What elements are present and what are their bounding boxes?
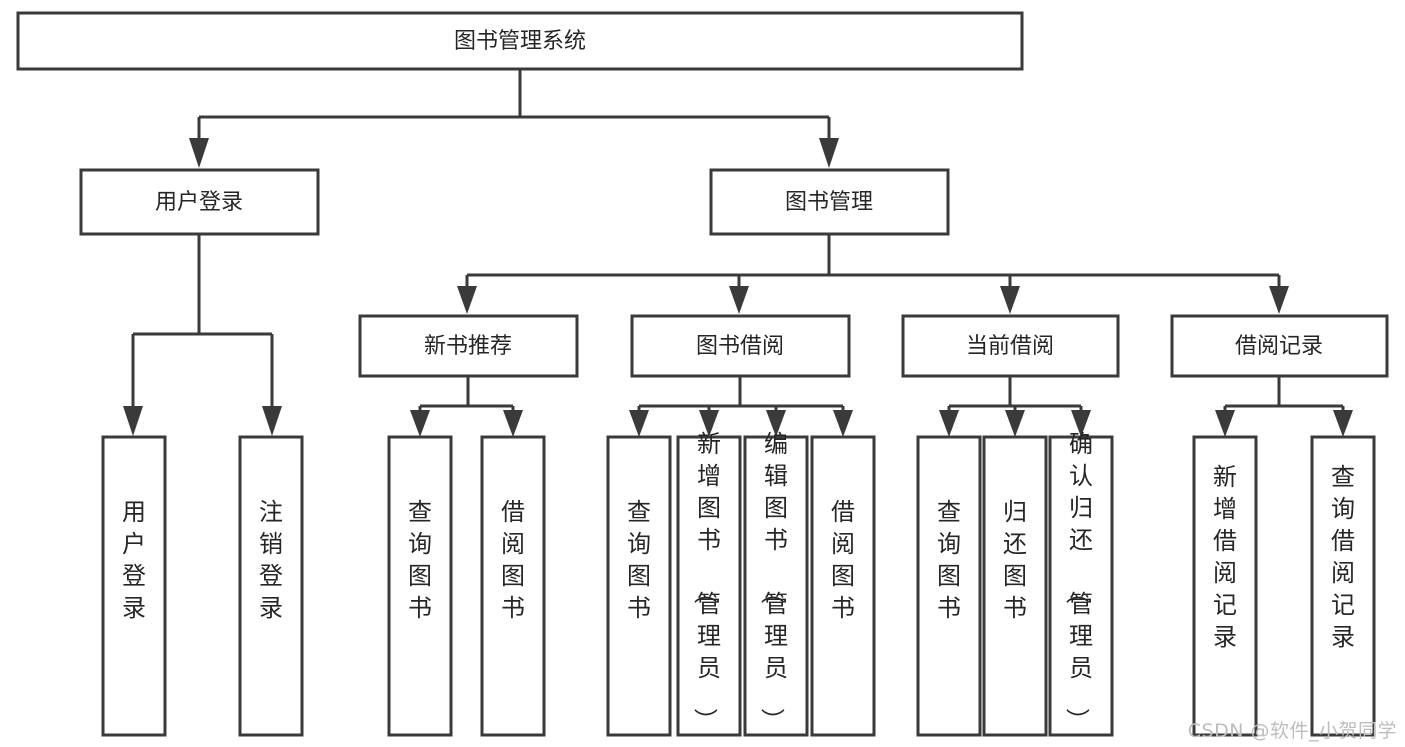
- arrow-head-borrow-record: [1269, 286, 1289, 314]
- leaf-new-book-1-box[interactable]: [480, 435, 546, 737]
- node-book-management-label: 图书管理: [785, 190, 873, 215]
- arrow-head-leaf-br-1: [1333, 410, 1353, 437]
- arrow-head-leaf-bb-3: [833, 410, 853, 437]
- leaf-node[interactable]: 查询图书: [916, 435, 982, 737]
- arrow-head-leaf-user-login-1: [262, 406, 282, 436]
- leaf-current-borrow-0-box[interactable]: [916, 435, 982, 737]
- leaf-node[interactable]: 查询图书: [606, 435, 672, 737]
- leaf-borrow-record-0-label: 新增借阅记录: [1213, 463, 1237, 651]
- arrow-head-leaf-bb-0: [629, 410, 649, 437]
- arrow-head-book-borrow: [729, 286, 749, 314]
- leaf-node[interactable]: 新增借阅记录: [1192, 435, 1258, 737]
- node-book-borrow[interactable]: 图书借阅: [630, 314, 851, 378]
- leaf-node[interactable]: 新增图书（管理员）: [676, 430, 742, 737]
- arrow-head-leaf-br-0: [1215, 410, 1235, 437]
- arrow-head-leaf-user-login-0: [123, 406, 143, 436]
- leaf-current-borrow-0-label: 查询图书: [937, 498, 961, 622]
- leaf-current-borrow-1-box[interactable]: [982, 435, 1048, 737]
- node-user-login-label: 用户登录: [155, 190, 243, 215]
- node-new-book-recommend-box[interactable]: [358, 314, 579, 378]
- leaf-current-borrow-1-label: 归还图书: [1003, 498, 1027, 622]
- leaf-node[interactable]: 借阅图书: [480, 435, 546, 737]
- node-current-borrow-label: 当前借阅: [966, 334, 1054, 359]
- leaf-current-borrow-2-box[interactable]: [1048, 435, 1114, 737]
- leaf-borrow-record-1-box[interactable]: [1310, 435, 1376, 737]
- leaf-user-login-0-box[interactable]: [101, 435, 167, 737]
- leaf-node[interactable]: 注销登录: [238, 435, 304, 737]
- leaf-book-borrow-1-box[interactable]: [676, 435, 742, 737]
- leaf-current-borrow-2-label: 确认归还（管理员）: [1063, 430, 1093, 732]
- leaf-user-login-1-box[interactable]: [238, 435, 304, 737]
- node-borrow-record-label: 借阅记录: [1235, 334, 1323, 359]
- leaf-book-borrow-2-box[interactable]: [743, 435, 809, 737]
- node-root[interactable]: 图书管理系统: [16, 11, 1024, 71]
- node-borrow-record[interactable]: 借阅记录: [1170, 314, 1389, 378]
- arrow-head-user-login: [189, 138, 209, 168]
- node-current-borrow-box[interactable]: [901, 314, 1120, 378]
- arrow-head-leaf-nb-0: [410, 410, 430, 437]
- arrow-head-leaf-cb-0: [939, 410, 959, 437]
- leaf-new-book-1-label: 借阅图书: [501, 498, 525, 622]
- leaf-book-borrow-0-box[interactable]: [606, 435, 672, 737]
- arrow-head-leaf-bb-2: [766, 410, 786, 437]
- leaf-node[interactable]: 用户登录: [101, 435, 167, 737]
- node-user-login-box[interactable]: [79, 168, 320, 236]
- node-book-borrow-box[interactable]: [630, 314, 851, 378]
- node-user-login[interactable]: 用户登录: [79, 168, 320, 236]
- node-new-book-recommend[interactable]: 新书推荐: [358, 314, 579, 378]
- arrow-head-leaf-cb-2: [1071, 410, 1091, 437]
- leaf-node[interactable]: 确认归还（管理员）: [1048, 430, 1114, 737]
- node-root-box[interactable]: [16, 11, 1024, 71]
- leaf-node[interactable]: 查询借阅记录: [1310, 435, 1376, 737]
- leaf-borrow-record-1-label: 查询借阅记录: [1331, 463, 1355, 651]
- node-borrow-record-box[interactable]: [1170, 314, 1389, 378]
- leaf-book-borrow-3-label: 借阅图书: [831, 498, 855, 622]
- leaf-user-login-1-label: 注销登录: [259, 498, 283, 622]
- node-book-management-box[interactable]: [709, 168, 950, 236]
- leaf-new-book-0-box[interactable]: [387, 435, 453, 737]
- node-root-label: 图书管理系统: [454, 29, 586, 54]
- leaf-node[interactable]: 借阅图书: [810, 435, 876, 737]
- leaf-node[interactable]: 归还图书: [982, 435, 1048, 737]
- leaf-book-borrow-3-box[interactable]: [810, 435, 876, 737]
- leaf-book-borrow-0-label: 查询图书: [627, 498, 651, 622]
- arrow-head-new-book: [457, 286, 477, 314]
- leaf-user-login-0-label: 用户登录: [122, 498, 146, 622]
- leaf-book-borrow-1-label: 新增图书（管理员）: [691, 430, 721, 732]
- leaf-node[interactable]: 编辑图书（管理员）: [743, 430, 809, 737]
- node-current-borrow[interactable]: 当前借阅: [901, 314, 1120, 378]
- leaf-borrow-record-0-box[interactable]: [1192, 435, 1258, 737]
- node-book-borrow-label: 图书借阅: [696, 334, 784, 359]
- connector-layer: [123, 69, 1353, 437]
- leaf-node[interactable]: 查询图书: [387, 435, 453, 737]
- node-new-book-recommend-label: 新书推荐: [424, 334, 512, 359]
- arrow-head-leaf-nb-1: [503, 410, 523, 437]
- node-book-management[interactable]: 图书管理: [709, 168, 950, 236]
- arrow-head-current-borrow: [1000, 286, 1020, 314]
- leaf-book-borrow-2-label: 编辑图书（管理员）: [758, 430, 788, 732]
- arrow-head-leaf-cb-1: [1005, 410, 1025, 437]
- leaf-new-book-0-label: 查询图书: [408, 498, 432, 622]
- arrow-head-book-mgmt: [819, 138, 839, 168]
- arrow-head-leaf-bb-1: [699, 410, 719, 437]
